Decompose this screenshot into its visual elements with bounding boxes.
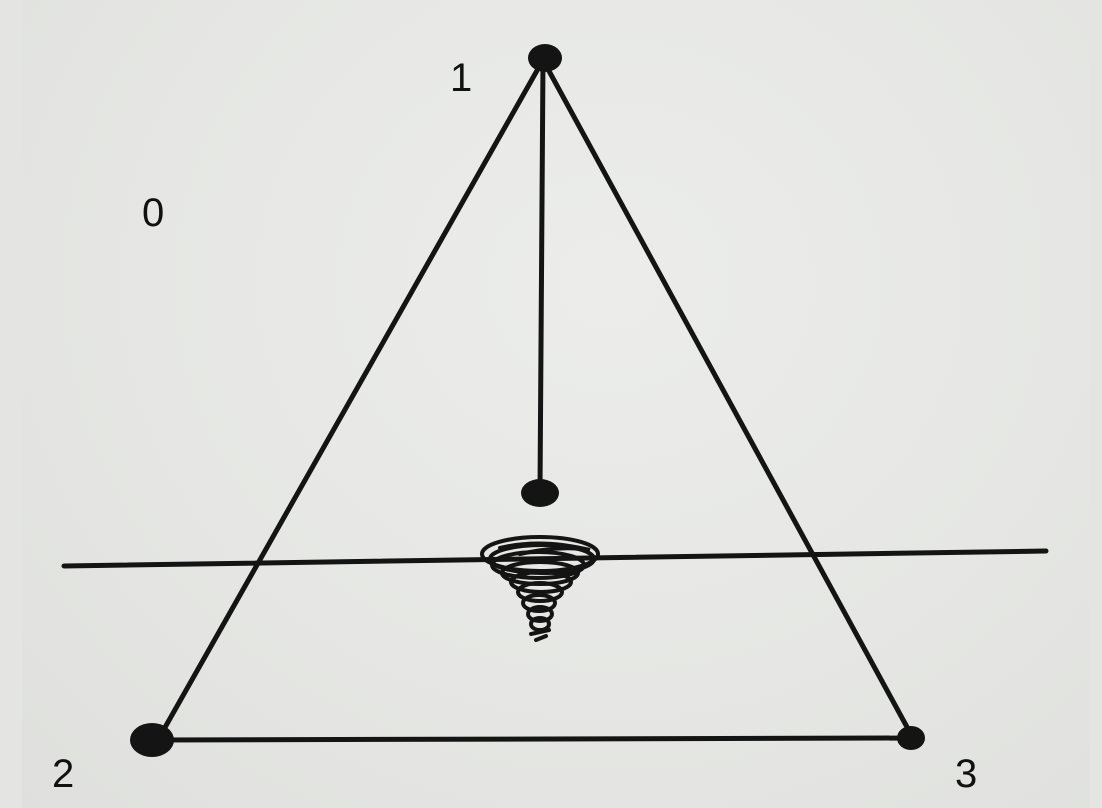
horizon-line xyxy=(61,548,1049,569)
vertex-3-dot xyxy=(897,726,925,750)
pendulum-string xyxy=(537,57,546,493)
vortex-scribble xyxy=(480,535,600,642)
region-label-0: 0 xyxy=(142,191,165,235)
edge-1-3 xyxy=(540,57,916,741)
vertex-label-2: 2 xyxy=(52,752,75,796)
vertex-2-dot xyxy=(130,723,174,757)
pendulum-bob xyxy=(521,479,559,507)
vertex-1-dot xyxy=(528,44,562,72)
edge-2-3 xyxy=(156,735,916,743)
vertex-label-3: 3 xyxy=(955,752,978,796)
vertex-label-1: 1 xyxy=(450,56,473,100)
paper-background xyxy=(22,0,1090,808)
edge-1-2 xyxy=(156,57,546,741)
